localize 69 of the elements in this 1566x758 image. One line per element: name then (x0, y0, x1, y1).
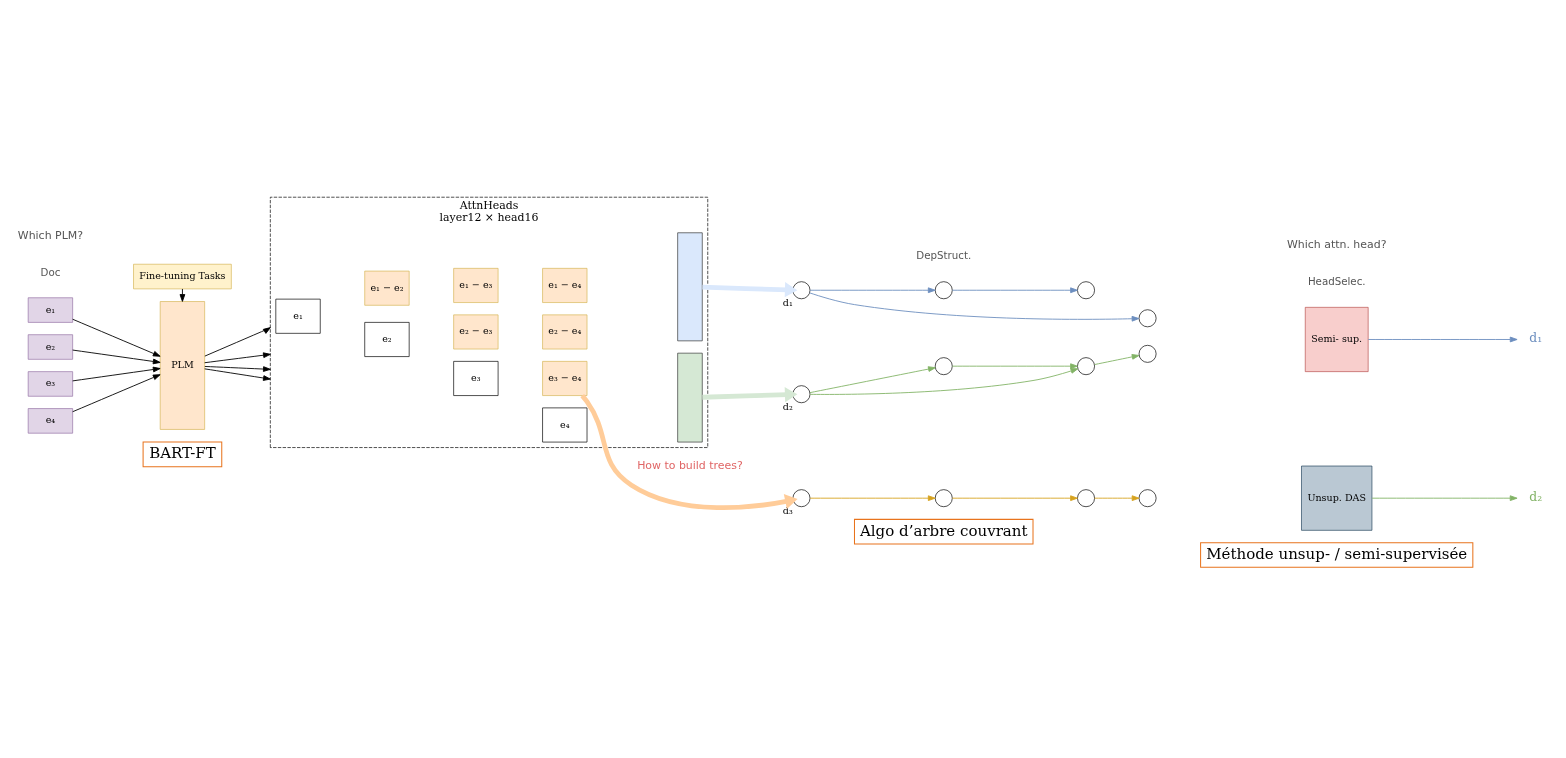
node-box: Méthode unsup- / semi-supervisée (1200, 541, 1474, 568)
node-box: e₁ (27, 296, 73, 323)
node-text: d₂ (1529, 489, 1543, 504)
arrow (580, 393, 798, 510)
node-circle (1138, 488, 1157, 507)
arrow (204, 326, 271, 357)
arrow (951, 286, 1078, 293)
node-box: e₄ (27, 407, 73, 434)
label: Which attn. head? (1286, 237, 1387, 251)
node-box (677, 352, 703, 442)
arrow (204, 351, 271, 363)
node-label: d₂ (782, 400, 793, 412)
node-box: e₂ − e₃ (453, 314, 499, 349)
arrow (809, 367, 1079, 395)
arrow (1094, 494, 1140, 501)
node-box: e₄ (542, 407, 588, 442)
label: Which PLM? (17, 228, 83, 242)
arrow (72, 318, 161, 357)
arrow (809, 365, 936, 393)
node-circle (934, 488, 953, 507)
node-box: Fine-tuning Tasks (133, 263, 232, 289)
node-box: e₂ (27, 333, 73, 360)
node-circle (934, 280, 953, 299)
node-box: e₃ (27, 370, 73, 397)
node-box: e₁ − e₃ (453, 267, 499, 303)
node-circle (792, 384, 811, 403)
arrow (1367, 336, 1518, 342)
arrow (951, 362, 1078, 369)
arrow (1094, 353, 1140, 365)
node-circle (792, 488, 811, 507)
arrow (72, 349, 161, 364)
node-circle (1138, 344, 1157, 363)
node-circle (1077, 356, 1095, 375)
arrow (951, 494, 1078, 501)
node-text: d₁ (1529, 330, 1543, 345)
arrow (179, 288, 186, 302)
node-box: e₂ − e₄ (542, 314, 588, 349)
arrow (204, 365, 271, 372)
node-box: e₁ − e₂ (364, 270, 410, 306)
arrow (702, 281, 798, 297)
arrow (72, 366, 161, 381)
arrow (204, 367, 271, 381)
arrow (809, 494, 936, 501)
label: Doc (40, 265, 61, 278)
node-box: Semi- sup. (1304, 306, 1369, 372)
node-box: e₁ − e₄ (542, 267, 588, 303)
node-box: BART-FT (142, 441, 223, 467)
node-circle (934, 356, 953, 375)
node-box (677, 231, 703, 341)
arrow (809, 286, 936, 293)
node-box: Unsup. DAS (1301, 465, 1373, 531)
label: HeadSelec. (1307, 274, 1366, 287)
node-box: Algo d’arbre couvrant (853, 518, 1034, 545)
node-box: e₁ (275, 298, 321, 334)
node-circle (1077, 280, 1095, 299)
arrow (72, 373, 161, 412)
node-box: e₃ (453, 360, 499, 396)
arrow (702, 386, 798, 402)
arrow (1371, 494, 1518, 501)
node-circle (792, 280, 811, 299)
arrow (809, 291, 1140, 322)
node-circle (1077, 488, 1095, 507)
node-box: e₂ (364, 321, 410, 357)
label: DepStruct. (916, 248, 972, 261)
node-box: PLM (159, 300, 205, 430)
label: How to build trees? (637, 458, 743, 472)
node-box: e₃ − e₄ (542, 360, 588, 396)
node-circle (1138, 308, 1157, 327)
node-label: d₁ (782, 296, 793, 308)
